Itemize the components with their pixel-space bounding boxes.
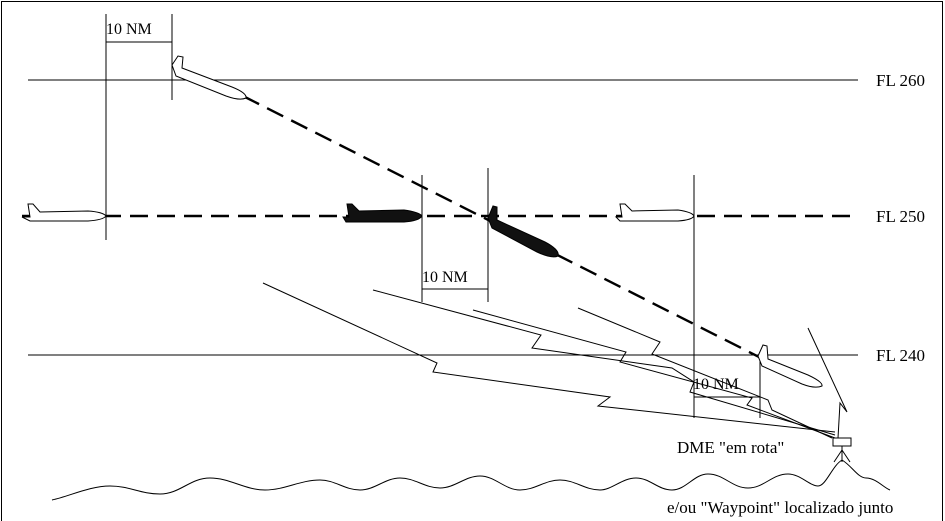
aircraft-icon	[21, 203, 107, 222]
separation-bracket-1: 10 NM	[105, 14, 173, 240]
dme-station-icon	[832, 437, 852, 463]
separation-label-1: 10 NM	[106, 21, 152, 38]
separation-bracket-2: 10 NM	[421, 168, 489, 302]
dme-signal-lines	[262, 282, 848, 439]
aircraft-icon	[171, 55, 247, 100]
dme-station-label: DME "em rota"	[677, 438, 784, 457]
aircraft-icon	[757, 344, 823, 388]
terrain-line	[51, 459, 891, 501]
separation-label-2: 10 NM	[422, 269, 468, 286]
separation-label-3: 10 NM	[693, 376, 739, 393]
aircraft-icon	[487, 205, 559, 258]
aircraft-icon	[614, 203, 695, 222]
fl260-label: FL 260	[876, 71, 925, 90]
fl240-label: FL 240	[876, 346, 925, 365]
descent-track	[242, 94, 766, 362]
waypoint-label: e/ou "Waypoint" localizado junto	[667, 498, 893, 517]
separation-bracket-3: 10 NM	[693, 175, 761, 418]
fl250-label: FL 250	[876, 207, 925, 226]
aircraft-icon	[342, 203, 423, 223]
